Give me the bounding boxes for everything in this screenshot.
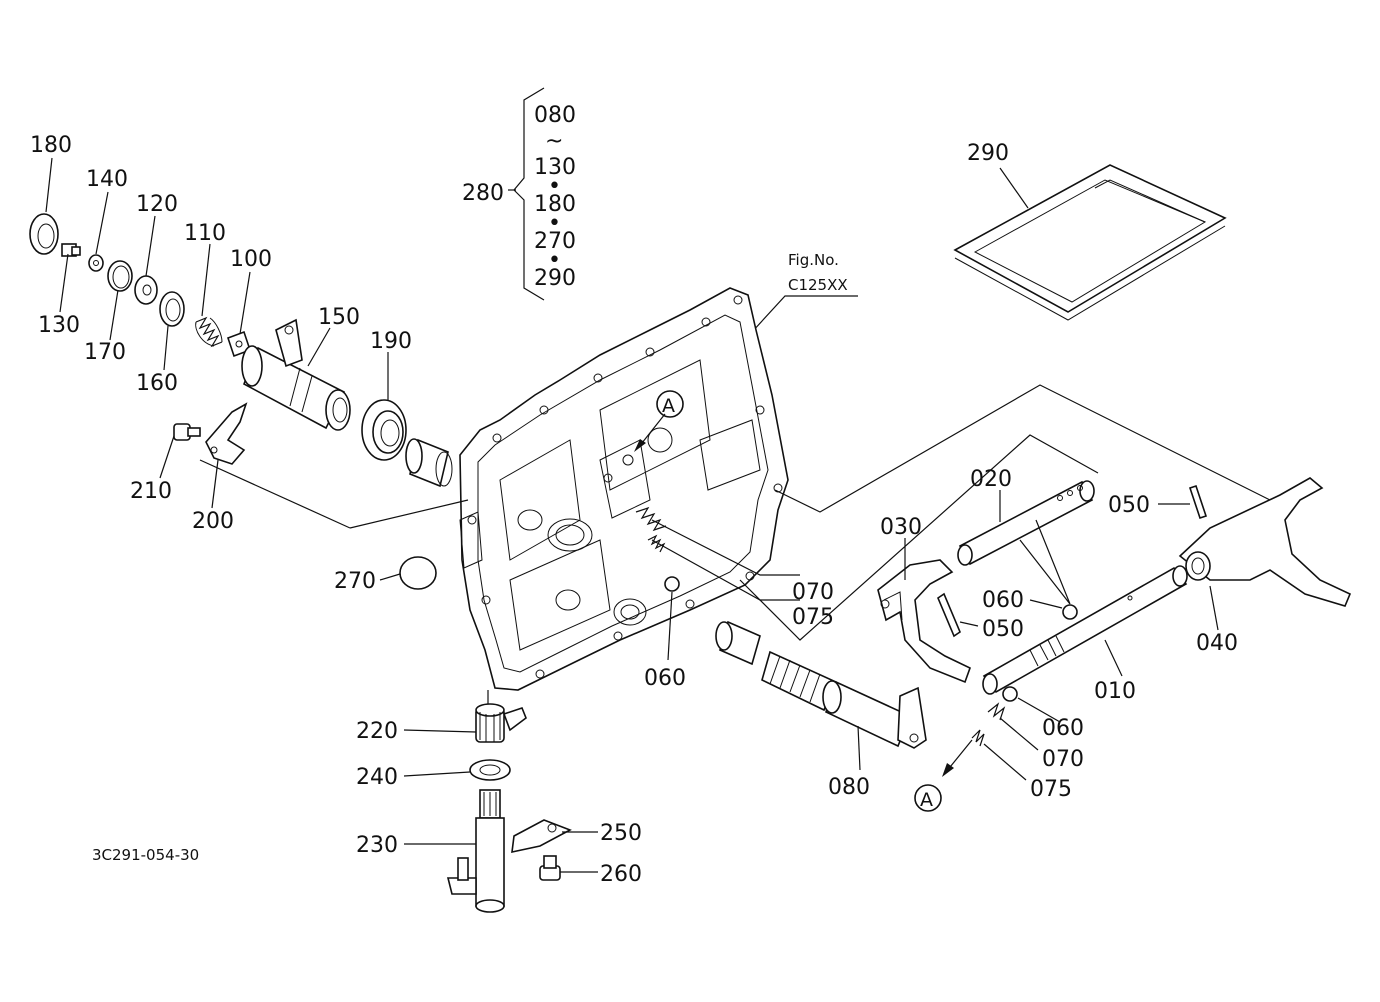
part-label-250: 250 — [600, 821, 642, 846]
callout-a-upper — [634, 390, 684, 452]
group-280-item-270: 270 — [534, 229, 576, 254]
part-label-070-upper: 070 — [792, 580, 834, 605]
part-260-bolt-drawing — [539, 855, 561, 881]
lower-spring-drawing — [971, 702, 1006, 747]
part-label-150: 150 — [318, 305, 360, 330]
part-label-070-lower: 070 — [1042, 747, 1084, 772]
bushing-drawing — [405, 438, 453, 488]
callout-a-lower — [914, 739, 973, 812]
part-label-220: 220 — [356, 719, 398, 744]
part-160-ring-drawing — [159, 291, 185, 327]
part-200-fork-drawing — [205, 402, 248, 465]
drawing-code: 3C291-054-30 — [92, 846, 199, 864]
callout-a-upper-text: A — [662, 395, 675, 417]
part-label-110: 110 — [184, 221, 226, 246]
part-130-bolt-drawing — [61, 243, 81, 257]
part-label-230: 230 — [356, 833, 398, 858]
part-label-170: 170 — [84, 340, 126, 365]
housing-spring-drawing — [635, 506, 680, 592]
part-010-rod-drawing — [982, 565, 1188, 695]
part-label-060-lower: 060 — [1042, 716, 1084, 741]
part-080-shaft-drawing — [715, 620, 927, 749]
part-label-020: 020 — [970, 467, 1012, 492]
part-050-pin-left-drawing — [937, 592, 961, 638]
part-label-180: 180 — [30, 133, 72, 158]
group-280-item-180: 180 — [534, 192, 576, 217]
part-110-spring-drawing — [195, 316, 223, 348]
part-140-washer-drawing — [88, 254, 104, 272]
figure-ref-code: C125XX — [788, 276, 848, 294]
transmission-housing-drawing — [459, 287, 789, 691]
part-label-010: 010 — [1094, 679, 1136, 704]
part-label-120: 120 — [136, 192, 178, 217]
part-240-oil-seal-drawing — [469, 759, 511, 781]
ball-060-upper — [1062, 604, 1078, 620]
part-label-060-housing: 060 — [644, 666, 686, 691]
part-label-040: 040 — [1196, 631, 1238, 656]
group-280-item-290: 290 — [534, 266, 576, 291]
part-label-190: 190 — [370, 329, 412, 354]
part-label-075-upper: 075 — [792, 605, 834, 630]
part-label-270: 270 — [334, 569, 376, 594]
group-280-item-range: ~ — [545, 129, 563, 154]
part-230-shaft-drawing — [446, 789, 505, 913]
part-label-140: 140 — [86, 167, 128, 192]
group-280-item-dot2: • — [548, 211, 561, 236]
group-280-item-dot1: • — [548, 174, 561, 199]
group-280-item-080: 080 — [534, 103, 576, 128]
part-label-080: 080 — [828, 775, 870, 800]
part-210-bolt-drawing — [173, 423, 201, 441]
part-030-fork-drawing — [877, 559, 971, 684]
part-label-160: 160 — [136, 371, 178, 396]
part-label-100: 100 — [230, 247, 272, 272]
part-040-fork-drawing — [1178, 477, 1352, 607]
part-270-plug-drawing — [399, 556, 437, 590]
part-label-050-right: 050 — [1108, 493, 1150, 518]
part-150-sleeve-drawing — [241, 318, 351, 431]
group-280-label: 280 — [462, 181, 504, 206]
part-250-plate-drawing — [511, 819, 572, 854]
part-050-pin-right-drawing — [1188, 484, 1208, 520]
part-label-200: 200 — [192, 509, 234, 534]
part-label-030: 030 — [880, 515, 922, 540]
callout-a-lower-text: A — [920, 789, 933, 811]
part-220-gear-drawing — [475, 703, 527, 743]
manual-book-drawing — [953, 164, 1227, 321]
part-180-seal-drawing — [29, 213, 59, 255]
part-label-075-lower: 075 — [1030, 777, 1072, 802]
part-label-060-upper: 060 — [982, 588, 1024, 613]
figure-ref-label: Fig.No. — [788, 251, 839, 269]
part-label-240: 240 — [356, 765, 398, 790]
ball-060-lower — [1002, 686, 1018, 702]
part-label-050-left: 050 — [982, 617, 1024, 642]
part-label-290: 290 — [967, 141, 1009, 166]
part-label-260: 260 — [600, 862, 642, 887]
group-280-item-dot3: • — [548, 248, 561, 273]
part-label-130: 130 — [38, 313, 80, 338]
part-120-washer-drawing — [134, 275, 158, 305]
part-190-bearing-drawing — [361, 399, 407, 461]
part-020-rod-drawing — [957, 480, 1095, 566]
part-label-210: 210 — [130, 479, 172, 504]
group-280-bracket — [508, 87, 545, 301]
group-280-item-130: 130 — [534, 155, 576, 180]
part-170-circlip-drawing — [107, 260, 133, 292]
